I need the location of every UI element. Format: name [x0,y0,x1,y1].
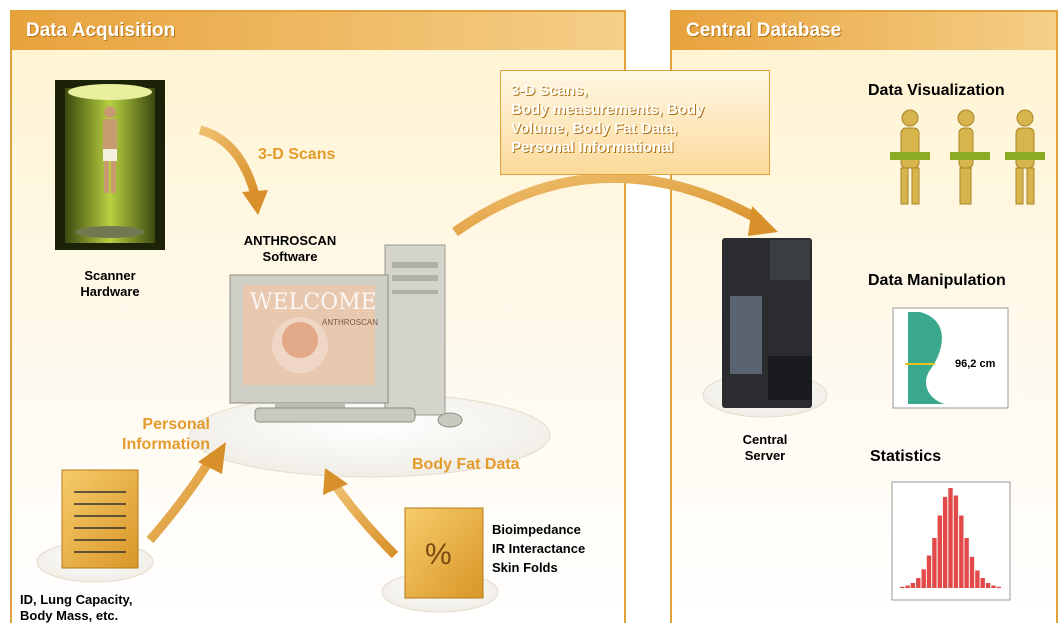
histogram-bar [959,515,964,588]
server-image [722,238,812,408]
histogram-bar [942,496,948,589]
bodyfat-label: Body Fat Data [412,456,520,473]
central-database-title: Central Database [672,12,1056,50]
transfer-line4: Personal Informational [511,139,674,156]
histogram-bar [975,570,980,588]
histogram-bar [916,578,921,588]
scanner-hardware-image [55,80,165,250]
bodyfat-arrow [323,468,399,559]
histogram-bar [932,538,937,588]
transfer-line1: 3-D Scans, [511,82,588,99]
data-visualization-heading: Data Visualization [868,82,1005,99]
server-label: Central Server [730,432,800,464]
method-bioimpedance: Bioimpedance [492,522,581,537]
software-label: ANTHROSCAN Software [235,233,345,265]
personal-info-line1: Personal [142,416,210,433]
screen-brand-text: ANTHROSCAN [322,318,379,327]
personal-document-icon [61,469,139,569]
data-acquisition-title: Data Acquisition [12,12,624,50]
bodyfat-methods: Bioimpedance IR Interactance Skin Folds [492,520,632,577]
personal-info-label: Personal Information [95,415,210,455]
data-manipulation-image [892,307,1009,409]
server-label-line1: Central [742,432,788,447]
histogram-bars [900,488,1001,589]
method-skin-folds: Skin Folds [492,560,558,575]
histogram-bar [905,585,910,588]
measurement-value: 96,2 cm [955,358,996,370]
histogram-bar [900,586,905,589]
personal-info-line2: Information [122,436,210,453]
transfer-line2: Body measurements, Body [511,101,705,118]
transfer-box: 3-D Scans, Body measurements, Body Volum… [500,70,770,175]
histogram-bar [926,555,932,588]
histogram-bar [937,515,942,588]
bodyfat-document-icon [404,507,484,599]
transfer-arrow [452,172,778,237]
computer-image [229,244,463,428]
data-manipulation-heading: Data Manipulation [868,272,1006,289]
software-label-line2: Software [262,249,318,264]
histogram-bar [953,495,959,588]
personal-info-arrow [146,442,226,543]
transfer-line3: Volume, Body Fat Data, [511,120,678,137]
software-label-line1: ANTHROSCAN [243,233,337,248]
percent-symbol: % [425,538,452,571]
scanner-label-line2: Hardware [80,284,140,299]
histogram-bar [921,569,926,589]
histogram-bar [996,586,1001,589]
histogram-bar [980,578,985,588]
histogram-bar [948,488,953,588]
histogram-bar [969,556,975,589]
document-label-line1: ID, Lung Capacity, [20,592,133,607]
histogram-bar [964,538,969,588]
screen-welcome-text: WELCOME [250,290,377,315]
document-label: ID, Lung Capacity, Body Mass, etc. [20,592,190,624]
document-label-line2: Body Mass, etc. [20,608,119,623]
histogram-bar [985,583,991,588]
histogram-bar [991,585,996,588]
statistics-heading: Statistics [870,448,942,465]
scan-arrow [198,125,268,215]
method-ir-interactance: IR Interactance [492,541,586,556]
histogram-bar [910,583,916,588]
scanner-label: Scanner Hardware [60,268,160,300]
scan-arrow-label: 3-D Scans [258,146,336,163]
server-label-line2: Server [744,448,786,463]
scanner-label-line1: Scanner [84,268,136,283]
